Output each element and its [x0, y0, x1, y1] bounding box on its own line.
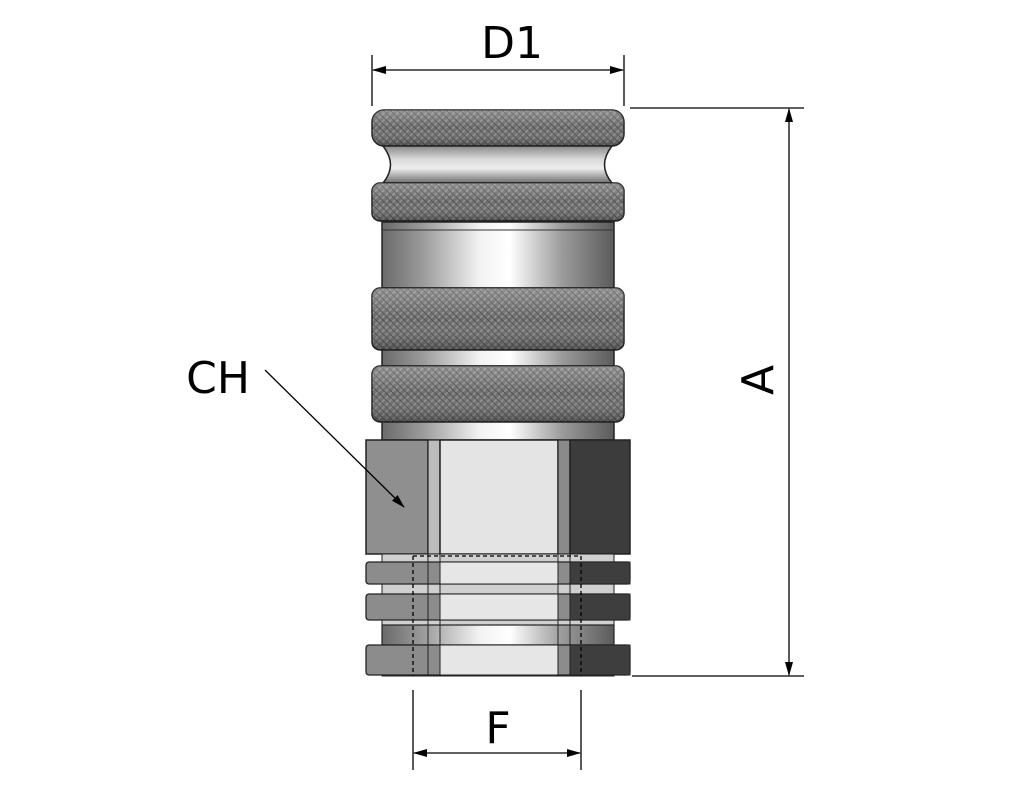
- ch-label: CH: [186, 353, 250, 404]
- a-label: A: [733, 365, 784, 395]
- hex-nut: [365, 439, 631, 555]
- hidden-lines: [412, 555, 582, 676]
- smooth-sleeve: [381, 221, 615, 289]
- f-label: F: [485, 703, 510, 754]
- collar: [381, 421, 615, 441]
- thread-section: [365, 553, 631, 677]
- dimension-ch: CH: [186, 353, 405, 508]
- coupling-body: [365, 109, 631, 677]
- thin-sleeve: [381, 349, 615, 367]
- ch-leader-line: [264, 369, 405, 508]
- dimension-a: A: [630, 107, 804, 677]
- dimension-d1: D1: [371, 18, 625, 106]
- groove-neck: [381, 145, 614, 184]
- d1-label: D1: [481, 18, 543, 69]
- dimension-f: F: [412, 690, 582, 770]
